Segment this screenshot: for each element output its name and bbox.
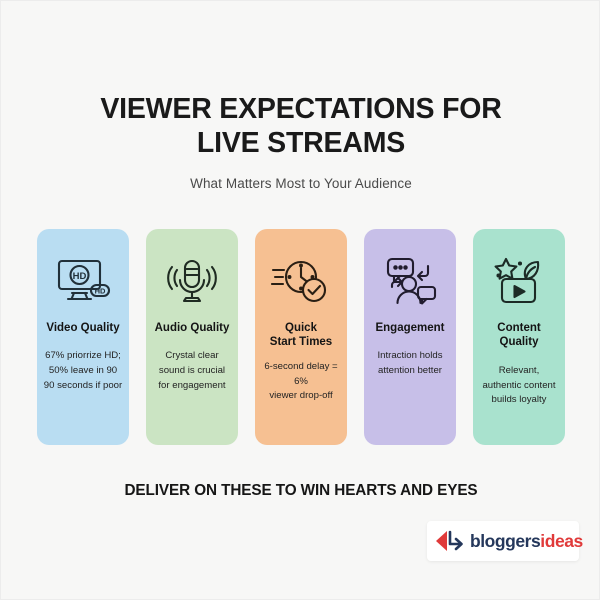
page-title-line-2: LIVE STREAMS	[196, 126, 406, 159]
page-subtitle: What Matters Most to Your Audience	[190, 176, 412, 192]
logo-wordmark: bloggersideas	[470, 531, 583, 552]
footer-cta-text: DELIVER ON THESE TO WIN HEARTS AND EYES	[124, 482, 478, 499]
card-content-quality: Content Quality Relevant, authentic cont…	[473, 229, 565, 445]
logo-text-ideas: ideas	[540, 530, 583, 551]
hd-monitor-icon: HD HD	[54, 245, 112, 317]
card-quick-start-times: Quick Start Times 6-second delay = 6% vi…	[255, 229, 347, 445]
card-row: HD HD Video Quality 67% priorrize HD; 50…	[37, 229, 565, 445]
page-title-line-1: VIEWER EXPECTATIONS FOR	[100, 93, 502, 125]
card-title: Audio Quality	[154, 322, 230, 334]
card-body: 6-second delay = 6% viewer drop-off	[264, 360, 338, 402]
fast-clock-check-icon	[271, 245, 331, 317]
logo-mark-icon	[436, 530, 463, 551]
card-title: Video Quality	[46, 322, 120, 334]
card-video-quality: HD HD Video Quality 67% priorrize HD; 50…	[37, 229, 129, 445]
logo-text-bloggers: bloggers	[470, 530, 541, 551]
svg-text:HD: HD	[73, 271, 87, 282]
card-body: Relevant, authentic content builds loyal…	[482, 364, 556, 406]
card-title: Content Quality	[497, 322, 541, 349]
chat-person-icon	[380, 245, 440, 317]
card-engagement: Engagement Intraction holds attention be…	[364, 229, 456, 445]
bloggersideas-logo[interactable]: bloggersideas	[427, 521, 583, 561]
card-body: Intraction holds attention better	[377, 350, 443, 377]
card-audio-quality: Audio Quality Crystal clear sound is cru…	[146, 229, 238, 445]
card-title: Engagement	[375, 322, 445, 334]
microphone-icon	[163, 245, 221, 317]
header: VIEWER EXPECTATIONS FOR LIVE STREAMS Wha…	[1, 93, 599, 192]
play-star-leaf-icon	[490, 245, 548, 317]
card-body: Crystal clear sound is crucial for engag…	[158, 350, 226, 392]
svg-text:HD: HD	[95, 286, 106, 295]
card-body: 67% priorrize HD; 50% leave in 90 90 sec…	[43, 350, 123, 392]
card-title: Quick Start Times	[269, 322, 333, 349]
page-title: VIEWER EXPECTATIONS FOR LIVE STREAMS	[1, 93, 599, 160]
